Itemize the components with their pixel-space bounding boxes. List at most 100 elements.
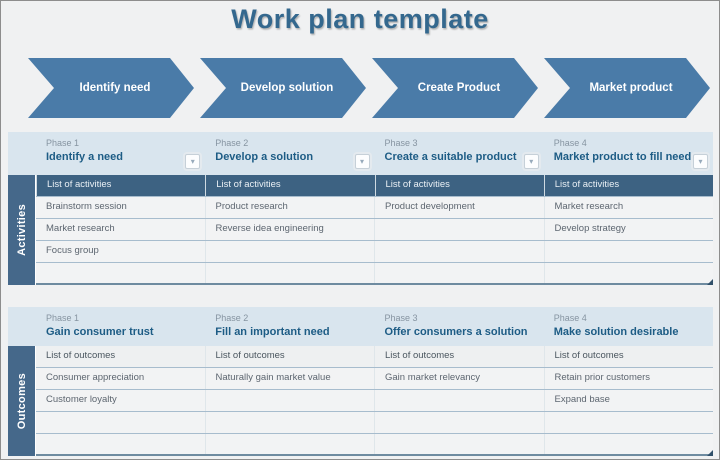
outcome-cell[interactable]: Customer loyalty	[36, 390, 205, 411]
process-arrow-identify-need[interactable]: Identify need	[28, 58, 194, 118]
phase-title: Market product to fill need	[553, 151, 692, 163]
process-arrow-develop-solution[interactable]: Develop solution	[200, 58, 366, 118]
table-row	[36, 434, 713, 456]
activity-cell[interactable]	[543, 241, 713, 262]
activities-side-label: Activities	[8, 175, 36, 285]
chevron-down-icon: ▾	[698, 156, 703, 166]
activities-table: Phase 1 Identify a need ▾ Phase 2 Develo…	[8, 132, 713, 285]
page-title: Work plan template	[231, 4, 489, 34]
chevron-down-icon: ▾	[529, 156, 534, 166]
phase-dropdown-button[interactable]: ▾	[693, 154, 708, 169]
phase-cell-1[interactable]: Phase 1 Identify a need ▾	[36, 132, 205, 175]
activity-cell[interactable]: Product development	[374, 197, 544, 218]
activities-phase-header: Phase 1 Identify a need ▾ Phase 2 Develo…	[8, 132, 713, 175]
column-header-cell: List of outcomes	[36, 346, 205, 367]
process-arrow-label: Identify need	[79, 82, 151, 94]
outcome-cell[interactable]	[374, 390, 544, 411]
column-header-cell: List of activities	[374, 175, 544, 196]
column-header-cell: List of outcomes	[374, 346, 544, 367]
activity-cell[interactable]	[36, 263, 205, 283]
phase-title: Gain consumer trust	[46, 326, 154, 338]
phase-title: Identify a need	[46, 151, 124, 163]
outcomes-phase-header: Phase 1 Gain consumer trust Phase 2 Fill…	[8, 307, 713, 346]
outcome-cell[interactable]: Expand base	[543, 390, 713, 411]
phase-cell-4[interactable]: Phase 4 Make solution desirable	[544, 307, 713, 346]
outcome-cell[interactable]	[36, 434, 205, 454]
column-header-cell: List of activities	[36, 175, 206, 196]
table-row: Focus group	[36, 241, 713, 263]
table-row: Market research Reverse idea engineering…	[36, 219, 713, 241]
activity-cell[interactable]	[374, 263, 544, 283]
outcome-cell[interactable]	[204, 434, 374, 454]
outcomes-table: Phase 1 Gain consumer trust Phase 2 Fill…	[8, 307, 713, 456]
side-label-text: Activities	[15, 204, 28, 256]
outcome-cell[interactable]: Gain market relevancy	[374, 368, 544, 389]
process-arrow-market-product[interactable]: Market product	[544, 58, 710, 118]
activity-cell[interactable]: Market research	[36, 219, 205, 240]
activity-cell[interactable]: Product research	[204, 197, 374, 218]
outcome-cell[interactable]: Consumer appreciation	[36, 368, 205, 389]
outcome-cell[interactable]	[204, 390, 374, 411]
outcomes-side-label: Outcomes	[8, 346, 36, 456]
outcome-cell[interactable]	[204, 412, 374, 433]
phase-dropdown-button[interactable]: ▾	[354, 154, 370, 169]
table-row: Brainstorm session Product research Prod…	[36, 197, 713, 219]
outcome-cell[interactable]	[36, 412, 205, 433]
phase-number-label: Phase 1	[46, 138, 80, 148]
phase-cell-1[interactable]: Phase 1 Gain consumer trust	[36, 307, 205, 346]
column-header-cell: List of outcomes	[543, 346, 713, 367]
process-arrow-label: Develop solution	[240, 82, 334, 94]
activity-cell[interactable]	[374, 241, 544, 262]
phase-number-label: Phase 4	[553, 313, 587, 323]
phase-cell-3[interactable]: Phase 3 Offer consumers a solution	[375, 307, 544, 346]
activity-cell[interactable]: Reverse idea engineering	[204, 219, 374, 240]
phase-cell-2[interactable]: Phase 2 Fill an important need	[205, 307, 374, 346]
phase-title: Fill an important need	[215, 326, 330, 338]
activity-cell[interactable]: Market research	[543, 197, 713, 218]
activity-cell[interactable]	[204, 263, 374, 283]
outcome-cell[interactable]	[543, 412, 713, 433]
column-header-row: List of activities List of activities Li…	[36, 175, 713, 197]
table-resize-handle[interactable]	[707, 450, 713, 456]
column-header-row: List of outcomes List of outcomes List o…	[36, 346, 713, 368]
phase-number-label: Phase 3	[384, 313, 418, 323]
table-row: Customer loyalty Expand base	[36, 390, 713, 412]
activity-cell[interactable]	[204, 241, 374, 262]
phase-title: Make solution desirable	[553, 326, 679, 338]
table-resize-handle[interactable]	[707, 279, 713, 285]
outcome-cell[interactable]: Retain prior customers	[543, 368, 713, 389]
phase-dropdown-button[interactable]: ▾	[185, 154, 201, 169]
phase-cell-4[interactable]: Phase 4 Market product to fill need ▾	[544, 132, 713, 175]
table-row	[36, 412, 713, 434]
phase-cell-2[interactable]: Phase 2 Develop a solution ▾	[205, 132, 374, 175]
phase-dropdown-button[interactable]: ▾	[523, 154, 539, 169]
outcome-cell[interactable]: Naturally gain market value	[204, 368, 374, 389]
phase-cell-3[interactable]: Phase 3 Create a suitable product ▾	[375, 132, 544, 175]
outcome-cell[interactable]	[374, 412, 544, 433]
chevron-down-icon: ▾	[190, 156, 195, 166]
chevron-down-icon: ▾	[359, 156, 364, 166]
activity-cell[interactable]	[543, 263, 713, 283]
process-arrow-row: Identify need Develop solution Create Pr…	[28, 58, 710, 118]
table-row	[36, 263, 713, 285]
column-header-cell: List of activities	[543, 175, 713, 196]
side-label-text: Outcomes	[15, 372, 28, 430]
process-arrow-create-product[interactable]: Create Product	[372, 58, 538, 118]
outcome-cell[interactable]	[374, 434, 544, 454]
phase-number-label: Phase 4	[553, 138, 587, 148]
phase-title: Create a suitable product	[384, 151, 517, 163]
column-header-cell: List of outcomes	[204, 346, 374, 367]
outcome-cell[interactable]	[543, 434, 713, 454]
activity-cell[interactable]: Develop strategy	[543, 219, 713, 240]
activity-cell[interactable]: Focus group	[36, 241, 205, 262]
activity-cell[interactable]: Brainstorm session	[36, 197, 205, 218]
phase-number-label: Phase 2	[215, 138, 249, 148]
phase-title: Offer consumers a solution	[384, 326, 528, 338]
phase-number-label: Phase 1	[46, 313, 80, 323]
process-arrow-label: Create Product	[417, 82, 501, 94]
process-arrow-label: Market product	[589, 82, 673, 94]
activity-cell[interactable]	[374, 219, 544, 240]
phase-number-label: Phase 3	[384, 138, 418, 148]
column-header-cell: List of activities	[205, 175, 375, 196]
